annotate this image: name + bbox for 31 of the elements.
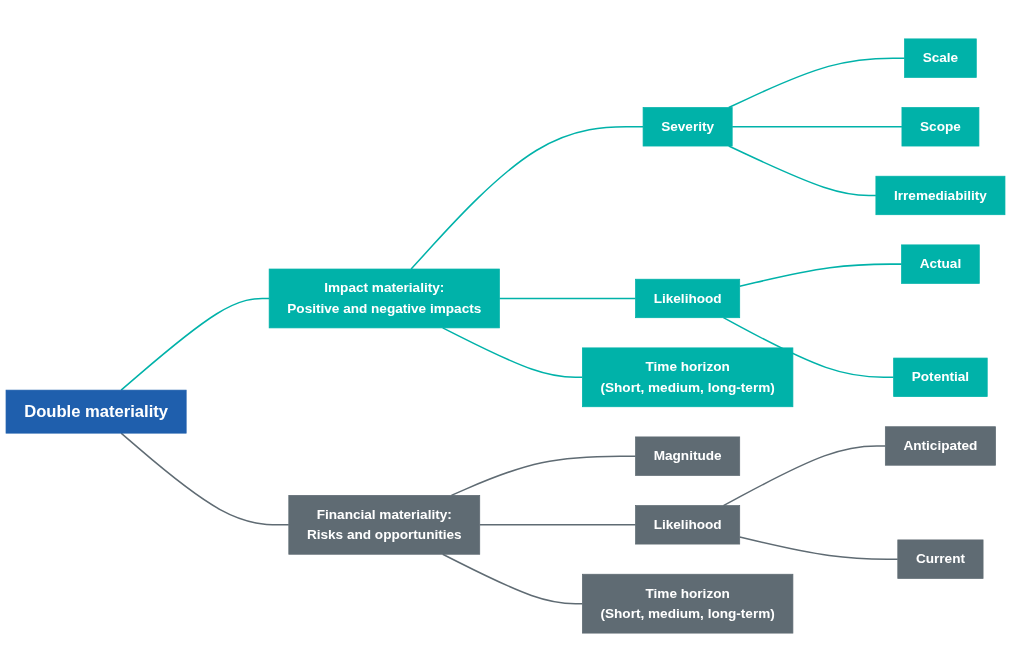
node-box: Severity [642,107,733,147]
node-box: Irremediability [875,175,1006,216]
node-box: Likelihood [635,278,741,319]
connector [120,432,290,526]
node-box: Time horizon (Short, medium, long-term) [582,347,794,408]
node-box: Impact materiality: Positive and negative impacts [268,268,500,329]
node-box: Magnitude [635,436,741,476]
connector [738,536,899,560]
node-box: Likelihood [635,505,741,545]
node-box: Double materiality [5,389,187,434]
node-box: Scope [901,107,980,147]
connector [722,316,895,379]
connector [722,445,887,507]
node-box: Financial materiality: Risks and opportunities [288,495,481,555]
connector [738,263,903,288]
node-box: Actual [901,244,980,284]
node-box: Time horizon (Short, medium, long-term) [582,573,794,634]
connector [120,297,270,391]
connector [450,455,637,497]
connector [441,327,584,379]
node-box: Potential [893,357,988,397]
connector [731,126,903,128]
connector [441,553,584,605]
connector [410,126,644,270]
node-box: Scale [904,38,977,78]
node-box: Current [897,539,984,579]
connector [498,297,637,300]
connector [478,524,637,526]
node-box: Anticipated [884,426,996,466]
connector [728,57,906,109]
connector [728,145,877,197]
